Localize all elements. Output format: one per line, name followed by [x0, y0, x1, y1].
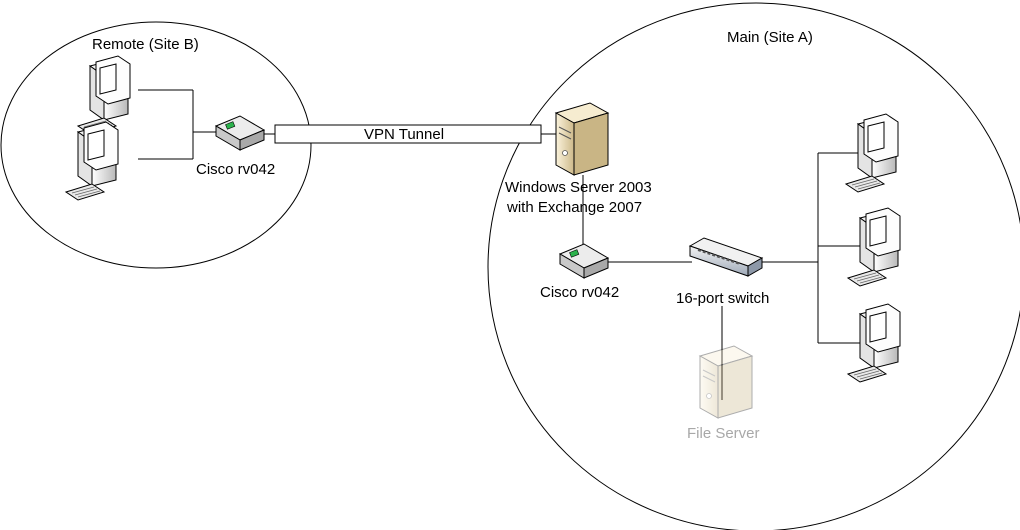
- remote-site-links: [138, 89, 216, 160]
- main-router-label: Cisco rv042: [540, 284, 619, 301]
- remote-site-label: Remote (Site B): [92, 36, 199, 53]
- remote-router-icon: [215, 115, 265, 151]
- exchange-server-label-line1: Windows Server 2003: [505, 179, 652, 196]
- vpn-tunnel: VPN Tunnel: [262, 124, 556, 144]
- main-computer-icon: [847, 207, 901, 287]
- switch-label: 16-port switch: [676, 290, 769, 307]
- exchange-server-icon: [555, 102, 609, 176]
- remote-computer-icon: [65, 121, 119, 201]
- main-site-boundary: [487, 2, 1020, 530]
- file-server-label: File Server: [687, 425, 760, 442]
- main-site-label: Main (Site A): [727, 29, 813, 46]
- file-server-icon: [699, 345, 753, 419]
- network-switch-icon: [688, 237, 764, 277]
- main-router-icon: [559, 243, 609, 279]
- remote-router-label: Cisco rv042: [196, 161, 275, 178]
- vpn-tunnel-label: VPN Tunnel: [364, 126, 444, 143]
- exchange-server-label-line2: with Exchange 2007: [506, 199, 642, 216]
- remote-site-boundary: [0, 21, 312, 269]
